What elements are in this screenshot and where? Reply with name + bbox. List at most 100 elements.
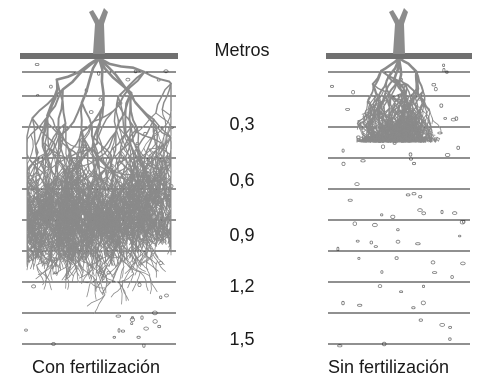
soil-pebble [341,148,345,153]
root-segment [140,175,149,192]
root-segment [80,230,84,245]
root-segment [42,179,56,201]
root-segment [152,173,159,190]
root-segment [149,257,158,272]
root-segment [51,253,54,275]
root-segment [26,193,39,207]
root-segment [74,215,78,229]
root-segment [42,221,48,236]
root-segment [37,242,45,255]
root-segment [167,237,172,255]
root-segment [50,199,60,215]
soil-pebble [347,198,353,202]
root-segment [155,260,158,278]
root-segment [156,166,162,190]
root-segment [95,247,99,265]
soil-pebble [380,270,384,274]
root-segment [26,196,33,205]
root-segment [80,101,94,137]
root-segment [91,215,101,230]
root-segment [93,182,99,201]
root-segment [34,211,47,234]
soil-pebble [117,328,121,333]
root-segment [78,268,93,279]
root-segment [64,208,68,231]
root-segment [80,191,90,201]
root-segment [430,126,434,134]
soil-pebble [360,159,366,163]
root-segment [64,238,70,256]
root-segment [66,258,74,277]
root-segment [53,250,67,263]
root-segment [56,159,59,180]
root-segment [138,199,145,213]
root-segment [76,192,80,205]
root-segment [413,90,426,102]
root-segment [40,219,50,226]
root-segment [26,204,30,217]
root-segment [95,161,99,184]
root-segment [55,224,61,244]
root-segment [69,193,72,202]
root-segment [139,271,149,292]
soil-pebble [373,245,378,248]
root-segment [422,100,425,112]
root-segment [163,186,167,203]
root-segment [149,247,152,260]
root-segment [119,266,125,282]
root-segment [86,178,90,198]
root-segment [57,232,61,249]
root-segment [91,230,100,248]
soil-pebble [405,193,411,197]
root-segment [118,233,122,245]
root-segment [74,225,79,241]
root-segment [163,165,171,177]
soil-surface [20,53,178,59]
root-segment [94,244,101,261]
root-segment [152,165,164,170]
root-segment [30,197,36,216]
soil-pebble [450,275,454,279]
root-segment [66,159,74,190]
root-segment [40,204,49,214]
root-segment [121,273,135,282]
root-segment [68,236,73,249]
root-segment [162,153,171,167]
soil-pebble [452,211,458,215]
soil-pebble [454,116,459,121]
root-segment [96,160,104,182]
root-segment [96,130,117,160]
root-segment [87,197,96,207]
root-segment [42,142,50,169]
root-segment [111,176,117,196]
root-segment [130,126,140,158]
soil-pebble [120,329,126,333]
root-segment [57,185,67,194]
root-segment [122,283,130,301]
root-segment [114,223,117,235]
root-segment [96,230,99,244]
root-segment [123,214,126,224]
root-segment [94,247,99,263]
root-segment [152,225,158,237]
root-segment [81,228,85,244]
root-segment [55,56,101,81]
root-segment [125,205,130,216]
root-segment [161,82,172,111]
root-segment [55,252,61,272]
soil-pebble [369,240,373,245]
root-segment [145,251,148,264]
root-segment [118,127,138,154]
soil-pebble [352,221,357,226]
soil-pebble [152,319,158,324]
root-segment [26,196,33,206]
root-segment [104,247,116,257]
root-segment [124,127,138,158]
root-segment [57,252,68,266]
root-segment [46,226,57,230]
root-segment [165,123,172,142]
root-segment [41,207,45,220]
root-segment [415,70,424,93]
root-segment [121,260,135,275]
root-segment [34,230,40,250]
